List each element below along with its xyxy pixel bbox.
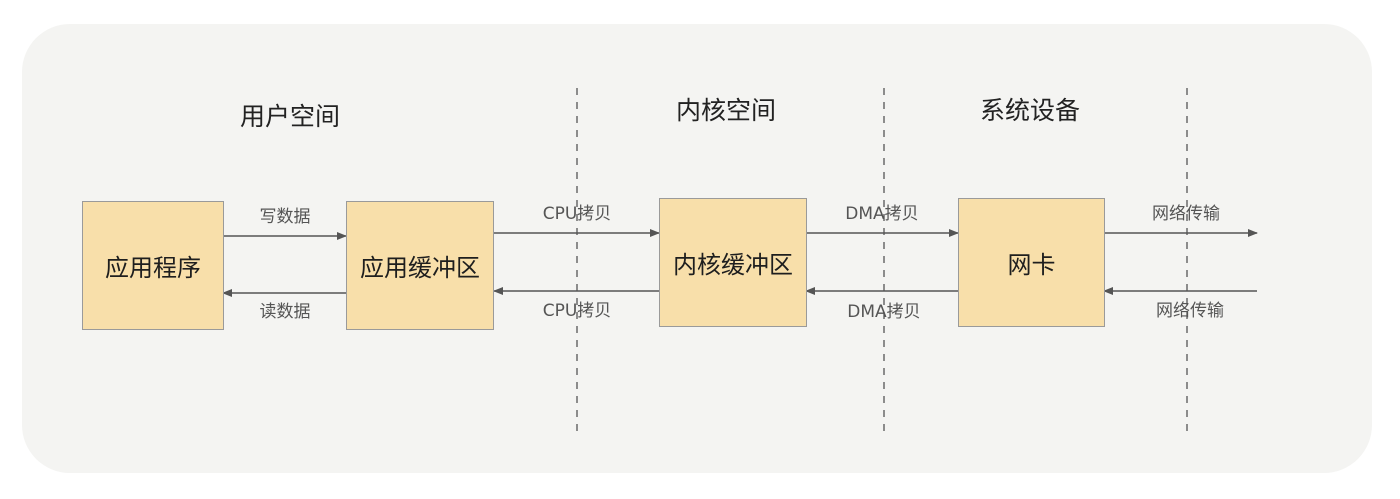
edge-label-cpu-copy-in: CPU拷贝 bbox=[542, 301, 612, 321]
node-app-label: 应用程序 bbox=[105, 254, 201, 282]
node-kernel-buffer: 内核缓冲区 bbox=[659, 198, 807, 327]
node-app: 应用程序 bbox=[82, 201, 224, 330]
node-app-buffer-label: 应用缓冲区 bbox=[360, 254, 480, 282]
node-kernel-buffer-label: 内核缓冲区 bbox=[673, 251, 793, 279]
node-nic-label: 网卡 bbox=[1007, 251, 1056, 279]
section-title-system-devices: 系统设备 bbox=[979, 96, 1080, 125]
edge-label-read-data: 读数据 bbox=[259, 302, 311, 322]
edge-label-dma-copy-out: DMA拷贝 bbox=[845, 204, 919, 224]
edge-label-dma-copy-in: DMA拷贝 bbox=[847, 302, 921, 322]
edge-label-net-in: 网络传输 bbox=[1156, 301, 1224, 321]
edge-label-net-out: 网络传输 bbox=[1152, 204, 1220, 224]
section-title-user-space: 用户空间 bbox=[239, 102, 340, 131]
edge-label-write-data: 写数据 bbox=[259, 207, 311, 227]
edge-label-cpu-copy-out: CPU拷贝 bbox=[542, 204, 612, 224]
node-app-buffer: 应用缓冲区 bbox=[346, 201, 494, 330]
section-title-kernel-space: 内核空间 bbox=[675, 96, 776, 125]
node-nic: 网卡 bbox=[958, 198, 1105, 327]
